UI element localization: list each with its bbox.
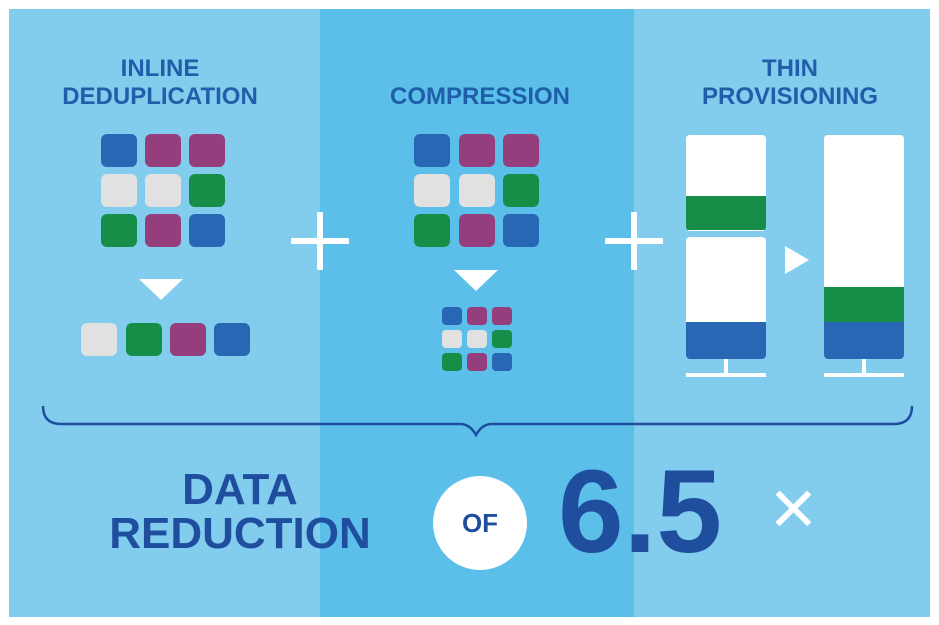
storage-volume — [686, 237, 766, 359]
data-block-gray — [459, 174, 495, 207]
data-block-purple — [492, 307, 512, 325]
of-text: OF — [461, 508, 499, 538]
data-block-green — [503, 174, 539, 207]
data-block-blue — [414, 134, 450, 167]
data-block-blue — [503, 214, 539, 247]
data-block-gray — [467, 330, 487, 348]
allocated-data-green — [686, 196, 766, 230]
data-block-blue — [214, 323, 250, 356]
of-badge: OF — [433, 476, 527, 570]
data-reduction-label: DATA REDUCTION — [60, 468, 420, 556]
reduction-ratio: 6.5 — [558, 446, 723, 578]
compression-heading: COMPRESSION — [389, 83, 571, 110]
data-block-green — [492, 330, 512, 348]
deduplication-panel — [9, 9, 320, 617]
data-reduction-line1: DATA — [182, 465, 298, 514]
thin-provisioning-heading-line1: THIN — [762, 55, 818, 82]
allocated-data-green — [824, 287, 904, 322]
down-arrow-icon — [139, 279, 183, 300]
storage-volume — [686, 135, 766, 231]
times-symbol: × — [770, 463, 817, 552]
data-block-purple — [467, 353, 487, 371]
data-block-purple — [467, 307, 487, 325]
data-block-purple — [503, 134, 539, 167]
data-block-green — [442, 353, 462, 371]
data-block-green — [414, 214, 450, 247]
deduplication-heading-line2: DEDUPLICATION — [62, 83, 258, 110]
allocated-data-blue — [824, 322, 904, 359]
data-block-blue — [189, 214, 225, 247]
data-block-gray — [145, 174, 181, 207]
allocated-data-blue — [686, 322, 766, 359]
deduplication-heading: INLINE DEDUPLICATION — [40, 55, 280, 111]
storage-volume — [824, 135, 904, 359]
data-block-green — [101, 214, 137, 247]
data-block-gray — [81, 323, 117, 356]
data-block-purple — [145, 214, 181, 247]
data-block-purple — [145, 134, 181, 167]
thin-provisioning-heading: THIN PROVISIONING — [670, 55, 910, 111]
data-block-blue — [101, 134, 137, 167]
thin-provisioning-heading-line2: PROVISIONING — [701, 83, 879, 110]
data-block-gray — [442, 330, 462, 348]
data-block-green — [126, 323, 162, 356]
data-block-gray — [101, 174, 137, 207]
right-arrow-icon — [785, 246, 809, 274]
data-block-purple — [170, 323, 206, 356]
data-block-blue — [492, 353, 512, 371]
down-arrow-icon — [454, 270, 498, 291]
data-block-purple — [459, 214, 495, 247]
data-block-purple — [459, 134, 495, 167]
data-block-purple — [189, 134, 225, 167]
data-block-gray — [414, 174, 450, 207]
data-reduction-line2: REDUCTION — [109, 509, 371, 558]
data-block-blue — [442, 307, 462, 325]
data-block-green — [189, 174, 225, 207]
deduplication-heading-line1: INLINE — [120, 55, 200, 82]
